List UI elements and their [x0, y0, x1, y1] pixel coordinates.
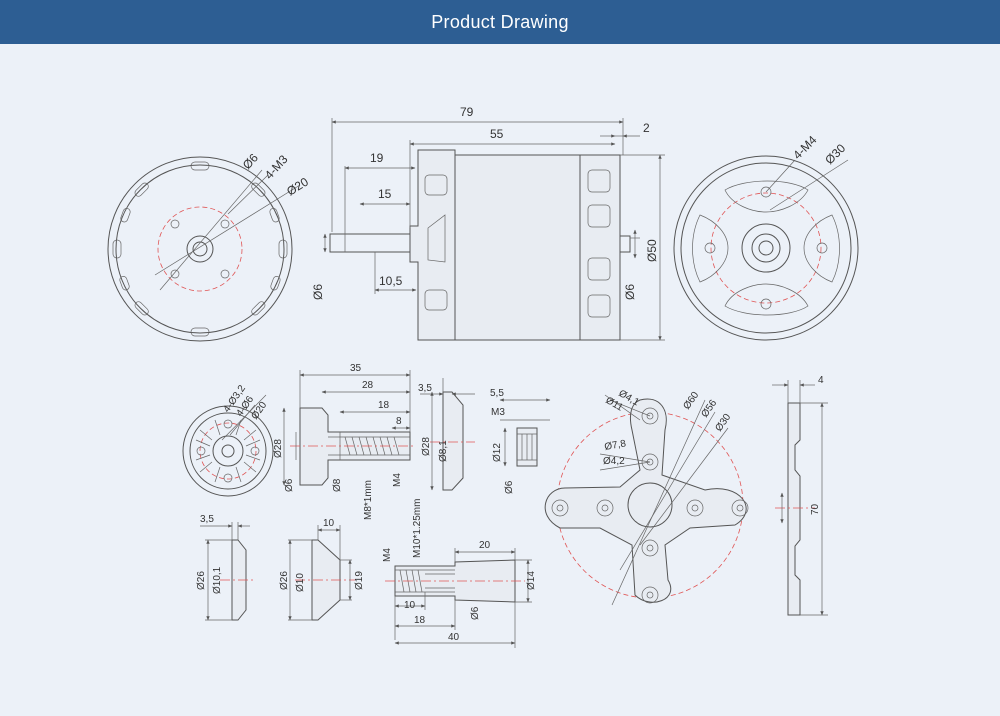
cone-side: 10 Ø26 Ø10 Ø19	[279, 518, 365, 621]
shaft-dim-40: 40	[448, 632, 460, 643]
adapter-dim-8: 8	[396, 416, 402, 427]
nut-dim-d6: Ø6	[504, 480, 515, 494]
mount-dim-d30: Ø30	[713, 412, 733, 434]
header-bar: Product Drawing	[0, 0, 1000, 44]
back-view: 4-M4 Ø30	[673, 133, 859, 341]
adapter-dim-28: 28	[362, 380, 374, 391]
plate-dim-4: 4	[818, 375, 824, 386]
back-dim-d30: Ø30	[822, 141, 848, 167]
adapter-dim-35: 35	[350, 363, 362, 374]
prop-adapter-face: 4-Ø3,2 4-Ø6 Ø20	[182, 383, 274, 497]
nut-dim-d12: Ø12	[492, 443, 503, 462]
side-dim-79: 79	[460, 105, 474, 119]
adapter-dim-d8: Ø8	[332, 478, 343, 492]
nut-dim-5-5: 5,5	[490, 388, 504, 399]
adapter-dim-d28: Ø28	[273, 439, 284, 458]
side-dim-15: 15	[378, 187, 392, 201]
side-dim-19: 19	[370, 151, 384, 165]
washer2-dim-d10-1: Ø10,1	[212, 566, 223, 594]
front-dim-d6: Ø6	[240, 151, 261, 173]
cone-dim-d26: Ø26	[279, 571, 290, 590]
shaft-dim-d14: Ø14	[526, 571, 537, 590]
nut-side: 5,5 M3 Ø12 Ø6	[490, 388, 551, 494]
washer-dim-d28: Ø28	[421, 437, 432, 456]
mount-dim-d56: Ø56	[699, 398, 719, 420]
side-dim-2: 2	[643, 121, 650, 135]
shaft-dim-20: 20	[479, 540, 491, 551]
front-dim-d20: Ø20	[284, 174, 311, 198]
mount-dim-d60: Ø60	[681, 390, 701, 412]
back-dim-4m4: 4-M4	[790, 133, 819, 162]
side-view: 79 55 2 19 15 10,5 Ø6 Ø6 Ø50	[311, 105, 665, 341]
drawing-canvas: Ø6 4-M3 Ø20 79 55	[0, 44, 1000, 711]
cone-dim-d19: Ø19	[354, 571, 365, 590]
shaft-dim-d6: Ø6	[470, 606, 481, 620]
washer2-dim-d26: Ø26	[196, 571, 207, 590]
side-dim-d6-right: Ø6	[623, 284, 637, 300]
shaft-dim-10: 10	[404, 600, 416, 611]
adapter-dim-m8: M8*1mm	[363, 480, 374, 520]
side-dim-55: 55	[490, 127, 504, 141]
front-dim-4m3: 4-M3	[262, 152, 291, 182]
washer-dim-3-5: 3,5	[418, 383, 432, 394]
mount-dim-d7-8: Ø7,8	[604, 438, 628, 453]
washer-dim-d8-1: Ø8,1	[438, 440, 449, 462]
page-title: Product Drawing	[431, 11, 569, 32]
adapter-side: 35 28 18 8 Ø28 Ø6 Ø8 M4 M8*1mm	[273, 363, 415, 520]
mount-plate-side: 4 70	[772, 375, 828, 616]
mount-dim-d4-2: Ø4,2	[603, 456, 625, 467]
washer2-dim-3-5: 3,5	[200, 514, 214, 525]
technical-drawing: Ø6 4-M3 Ø20 79 55	[107, 105, 859, 648]
shaft-dim-m10: M10*1.25mm	[412, 499, 423, 558]
adapter-dim-d6: Ø6	[284, 478, 295, 492]
plate-dim-70: 70	[810, 503, 821, 515]
adapter-dim-m4: M4	[392, 473, 403, 487]
cone-dim-10: 10	[323, 518, 335, 529]
side-dim-d50: Ø50	[645, 239, 659, 262]
shaft-dim-m4: M4	[382, 548, 393, 562]
washer-side: 3,5 Ø28 Ø8,1	[418, 378, 475, 491]
shaft-dim-18: 18	[414, 615, 426, 626]
x-mount: Ø4,1 Ø11 Ø60 Ø56 Ø30 Ø7,8 Ø4,2	[544, 388, 749, 606]
front-view: Ø6 4-M3 Ø20	[107, 151, 311, 342]
nut-dim-m3: M3	[491, 407, 505, 418]
shaft-adapter: M4 M10*1.25mm 20 Ø14 10 Ø6 18 40	[382, 499, 537, 648]
adapter-dim-18: 18	[378, 400, 390, 411]
washer-2-side: 3,5 Ø26 Ø10,1	[196, 514, 255, 621]
side-dim-d6-left: Ø6	[311, 284, 325, 300]
cone-dim-d10: Ø10	[295, 573, 306, 592]
side-dim-10-5: 10,5	[379, 274, 403, 288]
